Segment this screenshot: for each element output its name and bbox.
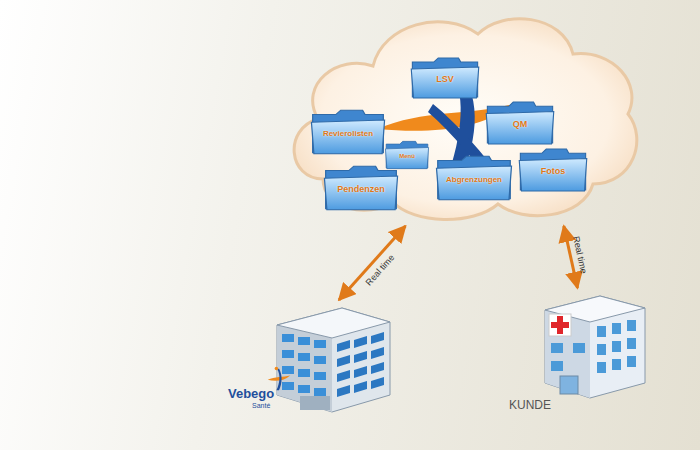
folder-box: Revierolisten [309, 108, 387, 156]
folder-label: Pendenzen [322, 184, 400, 194]
folder-label: Abgrenzungen [434, 175, 514, 184]
building: KUNDE [505, 288, 650, 418]
folder-box: Abgrenzungen [434, 154, 514, 202]
folder-box: Pendenzen [322, 164, 400, 212]
building-label: Vebego [228, 386, 274, 401]
building: VebegoSanté [222, 300, 394, 418]
folder-label: Revierolisten [309, 129, 387, 138]
cloud: LSV Revierolisten QM MenüPendenzen Abgrenzun… [283, 4, 643, 226]
folder-label: QM [484, 119, 556, 129]
sync-arrow [339, 226, 405, 300]
folder-box: QM [484, 100, 556, 146]
folder-label: Menü [384, 153, 430, 159]
folder-label: Fotos [517, 166, 589, 176]
building-label: KUNDE [509, 398, 551, 412]
folder-box: Menü [384, 140, 430, 170]
folder-box: Fotos [517, 147, 589, 193]
folder-label: LSV [409, 74, 481, 84]
folder-box: LSV [409, 56, 481, 100]
building-label: Santé [252, 402, 270, 409]
